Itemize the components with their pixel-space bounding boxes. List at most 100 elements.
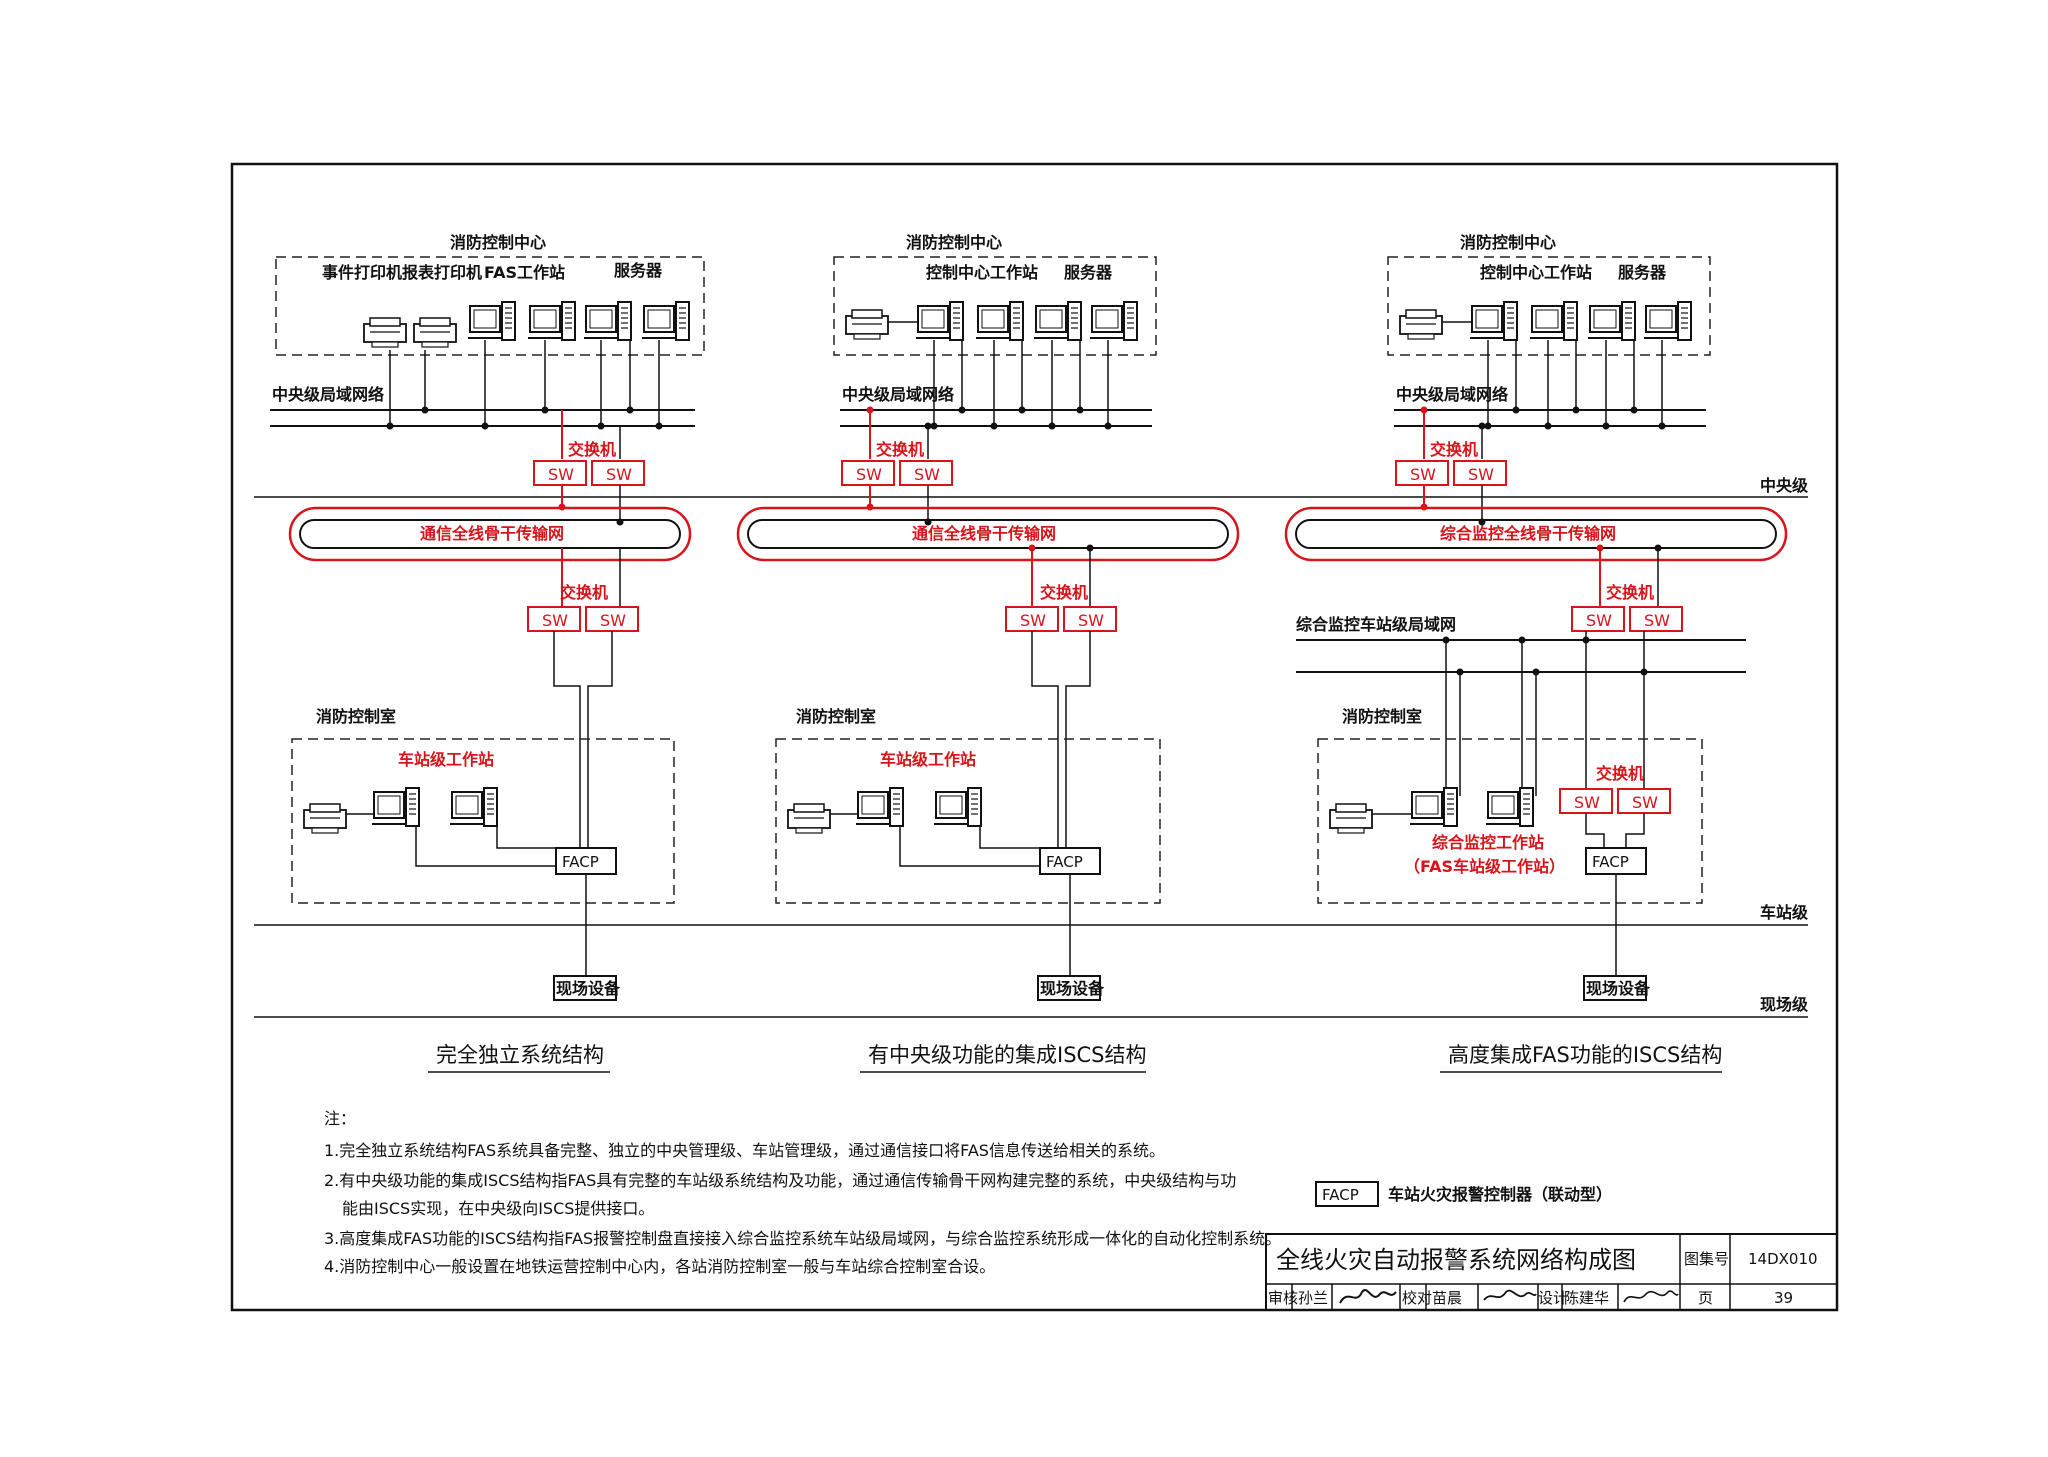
central-level-label: 中央级 [1760, 476, 1809, 495]
printer-icon [845, 309, 889, 340]
structure-caption: 完全独立系统结构 [436, 1043, 604, 1067]
server-icon [583, 301, 632, 341]
facp-label: FACP [1046, 853, 1083, 871]
checker-name: 苗晨 [1432, 1289, 1462, 1307]
fire-control-room-label: 消防控制室 [796, 707, 876, 726]
printer-icon [1329, 803, 1373, 834]
switch-sw [1629, 606, 1683, 632]
station-lan-label: 综合监控车站级局域网 [1296, 615, 1456, 634]
server-icon [1033, 301, 1082, 341]
station-workstation-label: 车站级工作站 [880, 750, 976, 769]
server-icon [1089, 301, 1138, 341]
svg-text:SW: SW [548, 465, 574, 484]
backbone-ring-outer [288, 506, 692, 562]
control-center-label: 消防控制中心 [1460, 233, 1556, 252]
server-label: 服务器 [1064, 263, 1113, 282]
svg-text:SW: SW [542, 611, 568, 630]
field-device-label: 现场设备 [1586, 979, 1651, 998]
backbone-label: 通信全线骨干传输网 [912, 524, 1056, 543]
svg-text:SW: SW [1020, 611, 1046, 630]
svg-text:SW: SW [1468, 465, 1494, 484]
server-icon [641, 301, 690, 341]
legend-facp-box [1315, 1181, 1379, 1207]
control-center-workstation-label: 控制中心工作站 [926, 263, 1038, 282]
svg-text:SW: SW [600, 611, 626, 630]
backbone-ring-inner [1295, 519, 1777, 549]
legend-facp-text: 车站火灾报警控制器（联动型） [1388, 1185, 1612, 1204]
control-center-workstation-label: 控制中心工作站 [1480, 263, 1592, 282]
server-icon [1587, 301, 1636, 341]
switch-sw [899, 460, 953, 486]
fire-control-room-box [775, 738, 1161, 904]
svg-text:SW: SW [1644, 611, 1670, 630]
field-device-label: 现场设备 [1040, 979, 1105, 998]
designer-name: 陈建华 [1564, 1289, 1609, 1307]
server-icon [1643, 301, 1692, 341]
printer-icon [303, 803, 347, 834]
top-switch-label: 交换机 [1430, 440, 1478, 459]
facp-label: FACP [562, 853, 599, 871]
switch-sw [1617, 788, 1671, 814]
svg-text:SW: SW [856, 465, 882, 484]
svg-text:SW: SW [606, 465, 632, 484]
printer-icon [363, 317, 407, 348]
switch-sw [841, 460, 895, 486]
page-label: 页 [1698, 1289, 1713, 1307]
printer-icon [413, 317, 457, 348]
review-label: 审核 [1268, 1289, 1298, 1307]
backbone-ring-outer [1284, 506, 1788, 562]
printer-icon [787, 803, 831, 834]
station-workstation-sublabel: （FAS车站级工作站） [1404, 857, 1565, 876]
switch-sw [527, 606, 581, 632]
note-line: 能由ISCS实现，在中央级向ISCS提供接口。 [342, 1199, 654, 1218]
svg-text:SW: SW [1574, 793, 1600, 812]
switch-sw [1453, 460, 1507, 486]
computer-icon [371, 787, 420, 827]
structure-caption: 高度集成FAS功能的ISCS结构 [1448, 1043, 1722, 1067]
designer-signature [1623, 1290, 1679, 1303]
sheet-title: 全线火灾自动报警系统网络构成图 [1276, 1246, 1636, 1274]
switch-sw [1063, 606, 1117, 632]
computer-icon [1409, 787, 1458, 827]
server-icon [975, 301, 1024, 341]
control-center-box [1387, 256, 1711, 356]
computer-icon [1469, 301, 1518, 341]
station-workstation-label: 车站级工作站 [398, 750, 494, 769]
backbone-ring-outer [736, 506, 1240, 562]
svg-text:SW: SW [1410, 465, 1436, 484]
sheet-border [230, 162, 1839, 1312]
svg-text:SW: SW [1632, 793, 1658, 812]
switch-sw [533, 460, 587, 486]
notes-heading: 注： [324, 1109, 356, 1128]
legend: FACP 车站火灾报警控制器（联动型） [1315, 1181, 1612, 1207]
reviewer-signature [1339, 1289, 1397, 1304]
check-label: 校对 [1402, 1289, 1432, 1307]
note-line: 1.完全独立系统结构FAS系统具备完整、独立的中央管理级、车站管理级，通过通信接… [324, 1141, 1165, 1160]
notes: 注： 1.完全独立系统结构FAS系统具备完整、独立的中央管理级、车站管理级，通过… [324, 1109, 1281, 1276]
switch-sw [591, 460, 645, 486]
station-workstation-label: 综合监控工作站 [1432, 833, 1544, 852]
server-label: 服务器 [1618, 263, 1667, 282]
control-center-label: 消防控制中心 [450, 233, 546, 252]
reviewer-name: 孙兰 [1298, 1289, 1328, 1307]
note-line: 2.有中央级功能的集成ISCS结构指FAS具有完整的车站级系统结构及功能，通过通… [324, 1171, 1236, 1190]
svg-text:SW: SW [914, 465, 940, 484]
panel-standalone: 消防控制中心 事件打印机 报表打印机 FAS工作站 服务器 中央级局域网络 交换… [270, 233, 705, 1073]
printer-icon [1399, 309, 1443, 340]
field-level-label: 现场级 [1760, 995, 1809, 1014]
central-lan-label: 中央级局域网络 [272, 385, 384, 404]
bottom-switch-label: 交换机 [1040, 583, 1088, 602]
checker-signature [1483, 1289, 1537, 1301]
note-line: 4.消防控制中心一般设置在地铁运营控制中心内，各站消防控制室一般与车站综合控制室… [324, 1257, 995, 1276]
svg-text:SW: SW [1586, 611, 1612, 630]
facp-label: FACP [1592, 853, 1629, 871]
room-switch-label: 交换机 [1596, 764, 1644, 783]
note-line: 3.高度集成FAS功能的ISCS结构指FAS报警控制盘直接接入综合监控系统车站级… [324, 1229, 1281, 1248]
report-printer-label: 报表打印机 [402, 263, 482, 282]
design-label: 设计 [1538, 1289, 1568, 1307]
control-center-box [833, 256, 1157, 356]
page-number: 39 [1774, 1289, 1793, 1307]
event-printer-label: 事件打印机 [322, 263, 402, 282]
station-level-label: 车站级 [1760, 903, 1809, 922]
atlas-number: 14DX010 [1748, 1250, 1818, 1268]
